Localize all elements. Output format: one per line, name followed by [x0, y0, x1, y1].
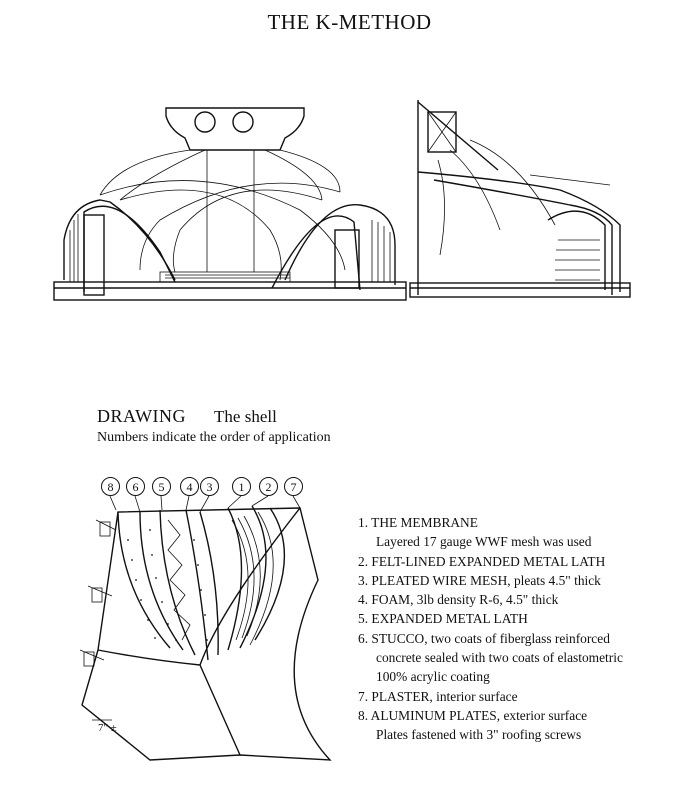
dimension-note: 7" ±: [98, 722, 117, 734]
side-section-drawing: [409, 100, 631, 298]
layer-marker-4: 4: [180, 477, 199, 496]
legend-item-5: 5. EXPANDED METAL LATH: [358, 611, 528, 627]
legend-item-4: 4. FOAM, 3lb density R-6, 4.5" thick: [358, 592, 559, 608]
legend-item-3: 3. PLEATED WIRE MESH, pleats 4.5" thick: [358, 572, 601, 588]
drawing-heading: DRAWING The shell: [97, 406, 277, 427]
legend-item-2: 2. FELT-LINED EXPANDED METAL LATH: [358, 553, 606, 569]
layer-marker-2: 2: [259, 477, 278, 496]
legend-item-6-detail: concrete sealed with two coats of elasto…: [376, 650, 623, 666]
layer-marker-5: 5: [152, 477, 171, 496]
drawing-caption: Numbers indicate the order of applicatio…: [97, 430, 331, 445]
legend-item-8: 8. ALUMINUM PLATES, exterior surface: [358, 707, 588, 723]
legend-item-8-detail: Plates fastened with 3" roofing screws: [376, 727, 582, 743]
legend-item-1-detail: Layered 17 gauge WWF mesh was used: [376, 534, 592, 550]
layer-marker-7: 7: [284, 477, 303, 496]
layer-marker-8: 8: [101, 477, 120, 496]
legend-item-6: 6. STUCCO, two coats of fiberglass reinf…: [358, 630, 610, 646]
page-title: THE K-METHOD: [267, 10, 432, 34]
drawing-label: DRAWING: [97, 406, 187, 426]
drawing-subheading: The shell: [214, 407, 277, 426]
layer-legend: 1. THE MEMBRANE Layered 17 gauge WWF mes…: [358, 513, 688, 745]
layer-marker-1: 1: [232, 477, 251, 496]
legend-item-1: 1. THE MEMBRANE: [358, 515, 478, 530]
layer-marker-6: 6: [126, 477, 145, 496]
front-section-drawing: [53, 107, 407, 301]
legend-item-6-detail-2: 100% acrylic coating: [376, 669, 490, 685]
legend-item-7: 7. PLASTER, interior surface: [358, 688, 518, 704]
layer-marker-3: 3: [200, 477, 219, 496]
